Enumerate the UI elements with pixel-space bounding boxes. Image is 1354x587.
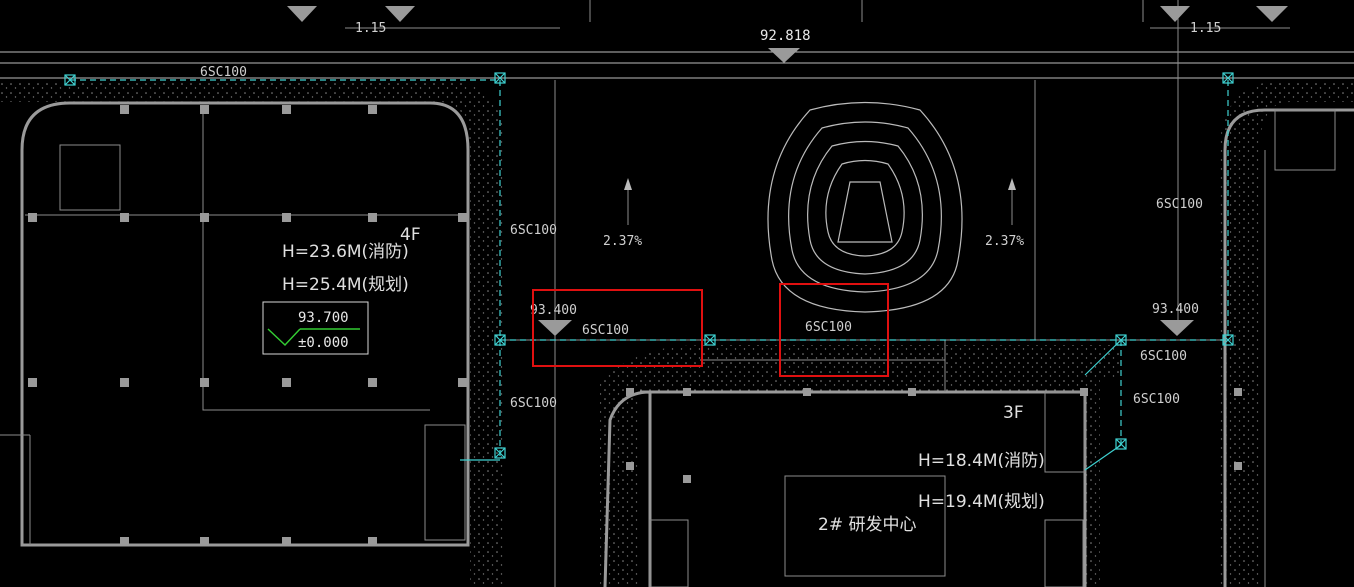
pipe-label-left-upper: 6SC100 [510, 223, 557, 238]
elevation-marker-top-3 [768, 48, 800, 63]
contour-mound [767, 101, 963, 313]
pipe-label-box-1: 6SC100 [582, 323, 629, 338]
top-slope-left: 1.15 [355, 21, 386, 36]
floor-label-3f: 3F [1003, 403, 1024, 423]
slope-left-label: 2.37% [603, 234, 642, 249]
elevation-marker-top-4 [1160, 6, 1190, 22]
hatch-right-building [1220, 80, 1354, 587]
pipe-route-6sc100 [70, 79, 1229, 471]
height-plan-4f: H=25.4M(规划) [282, 275, 409, 295]
top-elevation-center: 92.818 [760, 28, 811, 44]
pipe-label-right-mid: 6SC100 [1140, 349, 1187, 364]
elevation-box: 93.700 ±0.000 [262, 301, 369, 355]
pipe-label-right-lower: 6SC100 [1133, 392, 1180, 407]
height-fire-4f: H=23.6M(消防) [282, 242, 409, 262]
elevation-box-zero: ±0.000 [298, 335, 349, 351]
elevation-marker-top-2 [385, 6, 415, 22]
elevation-marker-top-1 [287, 6, 317, 22]
pipe-label-left-lower: 6SC100 [510, 396, 557, 411]
slope-arrow-left [624, 178, 632, 225]
pipe-label-top: 6SC100 [200, 65, 247, 80]
columns-4f [28, 105, 467, 546]
elevation-marker-left [538, 320, 572, 336]
elevation-left-label: 93.400 [530, 303, 577, 318]
highlight-box-right [779, 283, 889, 377]
columns-3f [626, 388, 1242, 483]
slope-arrow-right [1008, 178, 1016, 225]
building-3f [603, 108, 1354, 587]
building-4f [0, 101, 470, 547]
hatch-left-building [0, 80, 505, 587]
hatch-middle-band [600, 345, 1120, 587]
pipe-label-box-2: 6SC100 [805, 320, 852, 335]
floor-label-4f: 4F [400, 225, 421, 245]
elevation-marker-right [1160, 320, 1194, 336]
height-fire-3f: H=18.4M(消防) [918, 451, 1045, 471]
elevation-right-label: 93.400 [1152, 302, 1199, 317]
highlight-box-left [532, 289, 703, 367]
pipe-junction-boxes [64, 72, 1234, 459]
height-plan-3f: H=19.4M(规划) [918, 492, 1045, 512]
pipe-label-right-upper: 6SC100 [1156, 197, 1203, 212]
slope-right-label: 2.37% [985, 234, 1024, 249]
top-slope-right: 1.15 [1190, 21, 1221, 36]
elevation-box-value: 93.700 [298, 310, 349, 326]
elevation-marker-top-5 [1256, 6, 1288, 22]
building-name-2: 2# 研发中心 [818, 515, 916, 535]
